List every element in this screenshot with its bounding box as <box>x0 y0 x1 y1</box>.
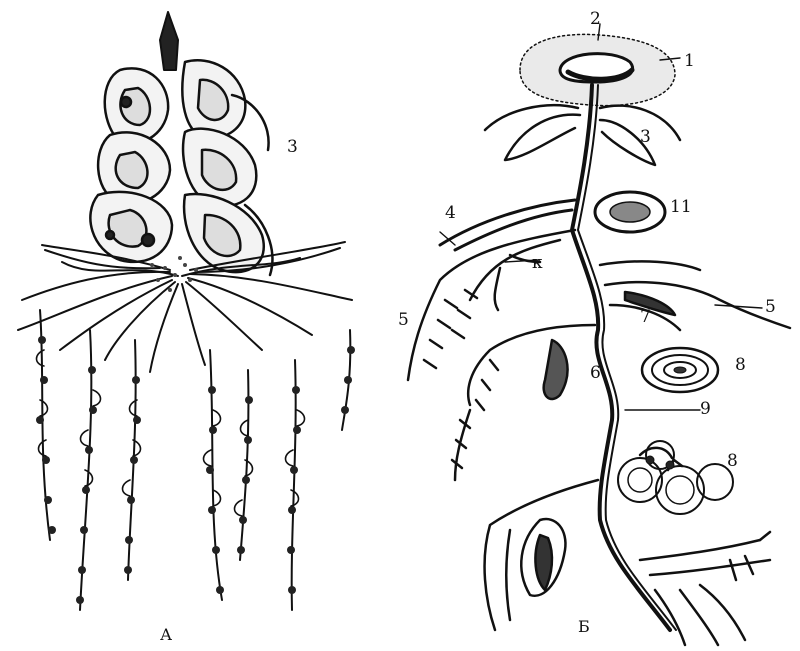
panel-a-tentilla <box>36 336 355 604</box>
panel-b-ring-cluster-8-lower <box>618 441 733 514</box>
panel-b-label-6: 6 <box>590 363 601 383</box>
panel-b-label-k: к <box>532 253 543 273</box>
panel-a-tentilla-loops <box>37 350 305 516</box>
panel-b-bottom-roots <box>640 532 770 645</box>
panel-b-label-5-left: 5 <box>398 310 409 330</box>
panel-a-bracts <box>18 242 352 372</box>
panel-b-label-5-right: 5 <box>765 297 776 317</box>
panel-b-gonophore-11 <box>595 192 665 232</box>
panel-b-label-8-upper: 8 <box>735 355 746 375</box>
panel-b-lower-sac <box>485 480 598 630</box>
panel-a-caption: А <box>160 625 172 644</box>
panel-b-polyp-6 <box>452 325 595 480</box>
panel-a-tentacles <box>40 310 350 610</box>
panel-a-swimming-bells <box>90 60 272 275</box>
panel-b: 2 1 3 11 4 к 5 5 7 6 8 9 8 Б <box>398 9 790 645</box>
panel-b-label-2-top: 2 <box>590 9 601 29</box>
panel-b-main-stem <box>572 85 670 630</box>
panel-b-ring-8-upper <box>642 348 718 392</box>
panel-b-label-1: 1 <box>684 51 695 71</box>
panel-b-caption: Б <box>578 617 590 636</box>
panel-b-label-3: 3 <box>640 127 651 147</box>
panel-b-label-11: 11 <box>670 197 692 217</box>
panel-b-label-9: 9 <box>700 399 711 419</box>
panel-a-stem-apex <box>160 12 178 70</box>
panel-b-label-8-lower: 8 <box>727 451 738 471</box>
panel-b-label-7: 7 <box>640 307 651 327</box>
panel-b-right-branches <box>600 261 790 330</box>
panel-a-label-3: 3 <box>287 137 298 157</box>
panel-b-label-4: 4 <box>445 203 456 223</box>
panel-a: 3 А <box>18 12 355 644</box>
